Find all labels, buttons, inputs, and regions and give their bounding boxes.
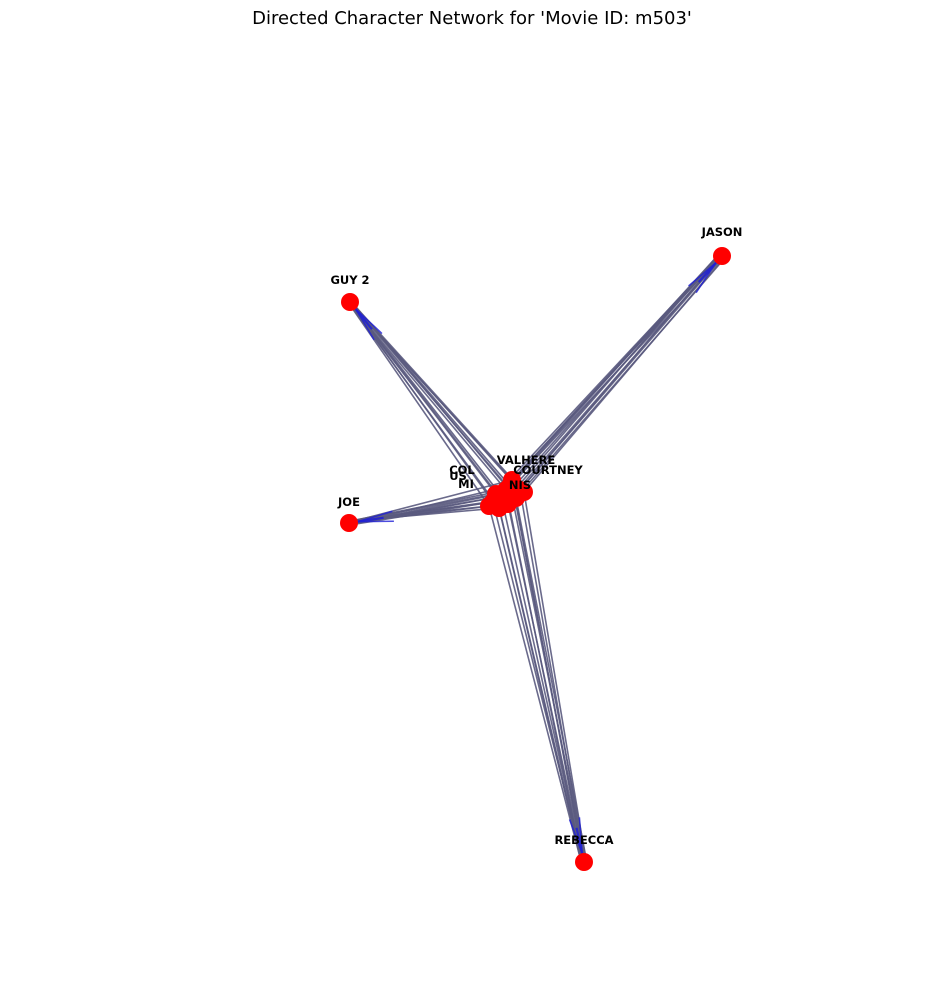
cluster-node <box>484 493 502 511</box>
edge-guy2 <box>347 300 494 503</box>
label-us: US <box>449 469 467 483</box>
cluster-node <box>503 471 521 489</box>
edge-joe <box>347 479 513 524</box>
label-joe: JOE <box>337 495 360 509</box>
node-rebecca <box>575 853 593 871</box>
edge-jason <box>511 255 722 481</box>
edge-rebecca <box>519 489 586 863</box>
edge-guy2 <box>348 301 513 481</box>
edge-guy2 <box>346 300 507 491</box>
edge-jason <box>519 255 724 491</box>
label-jason: JASON <box>701 225 743 239</box>
node-guy2 <box>341 293 359 311</box>
edge-jason <box>515 257 726 499</box>
edge-rebecca <box>505 489 583 861</box>
figure-title: Directed Character Network for 'Movie ID… <box>252 8 692 29</box>
arrowhead-jason-shaft <box>697 261 717 283</box>
label-courtney: COURTNEY <box>513 463 583 477</box>
label-guy2: GUY 2 <box>330 273 369 287</box>
edge-rebecca <box>515 497 588 864</box>
label-col: COL <box>449 463 475 477</box>
edge-rebecca <box>523 491 588 864</box>
edge-guy2 <box>351 302 525 493</box>
edge-rebecca <box>492 501 584 862</box>
edges-layer <box>345 253 726 864</box>
arrowhead-rebecca-shaft <box>575 827 584 854</box>
arrowhead-guy2-shaft <box>354 308 373 330</box>
nodes-layer <box>340 247 731 871</box>
label-rebecca: REBECCA <box>554 833 613 847</box>
node-jason <box>713 247 731 265</box>
edge-rebecca <box>511 479 584 862</box>
label-mi: MI <box>458 477 474 491</box>
label-valhere: VALHERE <box>497 453 556 467</box>
arrowhead-joe-shaft <box>357 516 384 523</box>
node-joe <box>340 514 358 532</box>
label-nis: NIS <box>509 478 531 492</box>
edge-rebecca <box>488 505 582 861</box>
